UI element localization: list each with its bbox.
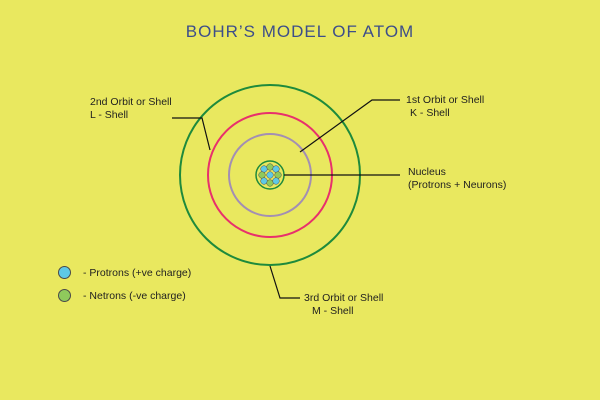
label-shell2-line2: L - Shell	[90, 109, 129, 121]
label-nucleus-line2: (Protrons + Neurons)	[408, 179, 507, 191]
nucleus-particles	[258, 163, 282, 187]
neutron-particle	[266, 179, 274, 187]
leader-lines	[172, 99, 400, 299]
leader-line-shell3	[269, 265, 300, 299]
leader-line-shell1	[299, 99, 400, 153]
label-shell3-line2: M - Shell	[312, 305, 354, 317]
label-nucleus-line1: Nucleus	[408, 166, 446, 178]
label-shell2-line1: 2nd Orbit or Shell	[90, 96, 172, 108]
neutron-swatch-icon	[58, 289, 71, 302]
neutron-particle	[274, 171, 282, 179]
proton-particle	[272, 165, 280, 173]
leader-line-shell2	[172, 117, 211, 151]
label-shell1-line1: 1st Orbit or Shell	[406, 94, 485, 106]
proton-particle	[266, 171, 274, 179]
proton-particle	[272, 177, 280, 185]
label-nucleus: Nucleus (Protrons + Neurons)	[408, 166, 506, 192]
neutron-particle	[266, 163, 274, 171]
label-shell1-line2: K - Shell	[410, 107, 450, 119]
legend-protons-text: - Protrons (+ve charge)	[83, 266, 192, 279]
label-shell2: 2nd Orbit or Shell L - Shell	[90, 96, 172, 122]
proton-particle	[260, 177, 268, 185]
label-shell3: 3rd Orbit or Shell M - Shell	[304, 292, 383, 318]
neutron-particle	[258, 171, 266, 179]
legend-item-neutrons: - Netrons (-ve charge)	[58, 289, 186, 302]
page-title: BOHR’S MODEL OF ATOM	[185, 22, 415, 41]
label-shell3-line1: 3rd Orbit or Shell	[304, 292, 384, 304]
legend-neutrons-text: - Netrons (-ve charge)	[83, 289, 186, 302]
legend-item-protons: - Protrons (+ve charge)	[58, 266, 191, 279]
proton-swatch-icon	[58, 266, 71, 279]
proton-particle	[260, 165, 268, 173]
label-shell1: 1st Orbit or Shell K - Shell	[406, 94, 484, 120]
